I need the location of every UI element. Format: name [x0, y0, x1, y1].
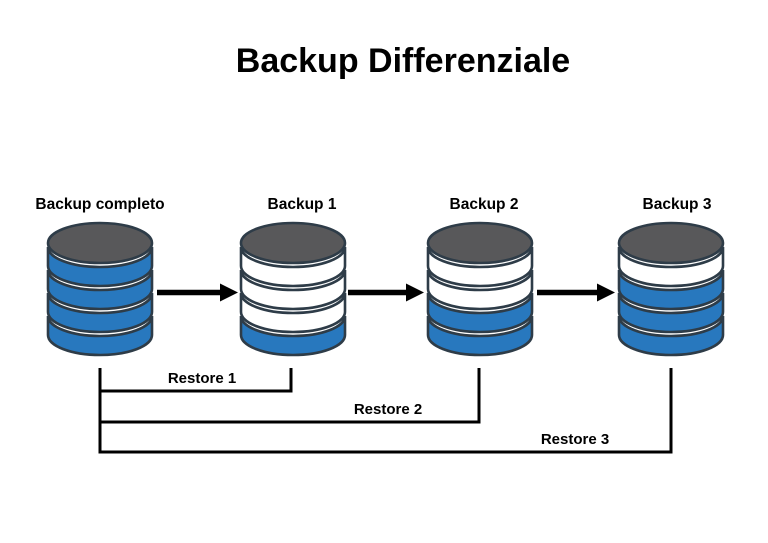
database-cylinder-icon — [426, 221, 534, 357]
diagram-title: Backup Differenziale — [235, 42, 571, 80]
cylinder-top-ellipse — [617, 221, 725, 265]
backup-1-label: Backup 1 — [267, 196, 337, 213]
cylinder-segment-blue — [617, 292, 725, 334]
cylinder-segment-blue — [239, 315, 347, 357]
database-cylinder-icon — [239, 221, 347, 357]
restore-3-line — [98, 368, 673, 454]
arrow-head — [220, 283, 238, 302]
cylinder-segment-blue — [46, 269, 154, 311]
cylinder-top-ellipse — [46, 221, 154, 265]
cylinder-segment-blue — [617, 315, 725, 357]
restore-1-label: Restore 1 — [167, 370, 237, 387]
cylinder-segment-blue — [46, 315, 154, 357]
cylinder-segment-white — [426, 246, 534, 288]
arrow-right-icon — [157, 283, 238, 302]
database-cylinder-icon — [617, 221, 725, 357]
backup-3-label: Backup 3 — [642, 196, 712, 213]
arrow-right-icon — [537, 283, 615, 302]
restore-2-label: Restore 2 — [353, 401, 423, 418]
cylinder-segment-white — [426, 269, 534, 311]
cylinder-segment-white — [239, 269, 347, 311]
backup-completo-label: Backup completo — [35, 196, 165, 213]
cylinder-segment-white — [617, 246, 725, 288]
restore-3-label: Restore 3 — [540, 431, 610, 448]
cylinder-segment-blue — [426, 315, 534, 357]
cylinder-segment-blue — [617, 269, 725, 311]
backup-2-label: Backup 2 — [449, 196, 519, 213]
cylinder-segment-blue — [426, 292, 534, 334]
cylinder-segment-white — [239, 292, 347, 334]
arrow-right-icon — [348, 283, 424, 302]
cylinder-segment-white — [239, 246, 347, 288]
cylinder-top-ellipse — [239, 221, 347, 265]
arrow-head — [597, 283, 615, 302]
arrow-head — [406, 283, 424, 302]
cylinder-segment-blue — [46, 292, 154, 334]
cylinder-top-ellipse — [426, 221, 534, 265]
database-cylinder-icon — [46, 221, 154, 357]
cylinder-segment-blue — [46, 246, 154, 288]
